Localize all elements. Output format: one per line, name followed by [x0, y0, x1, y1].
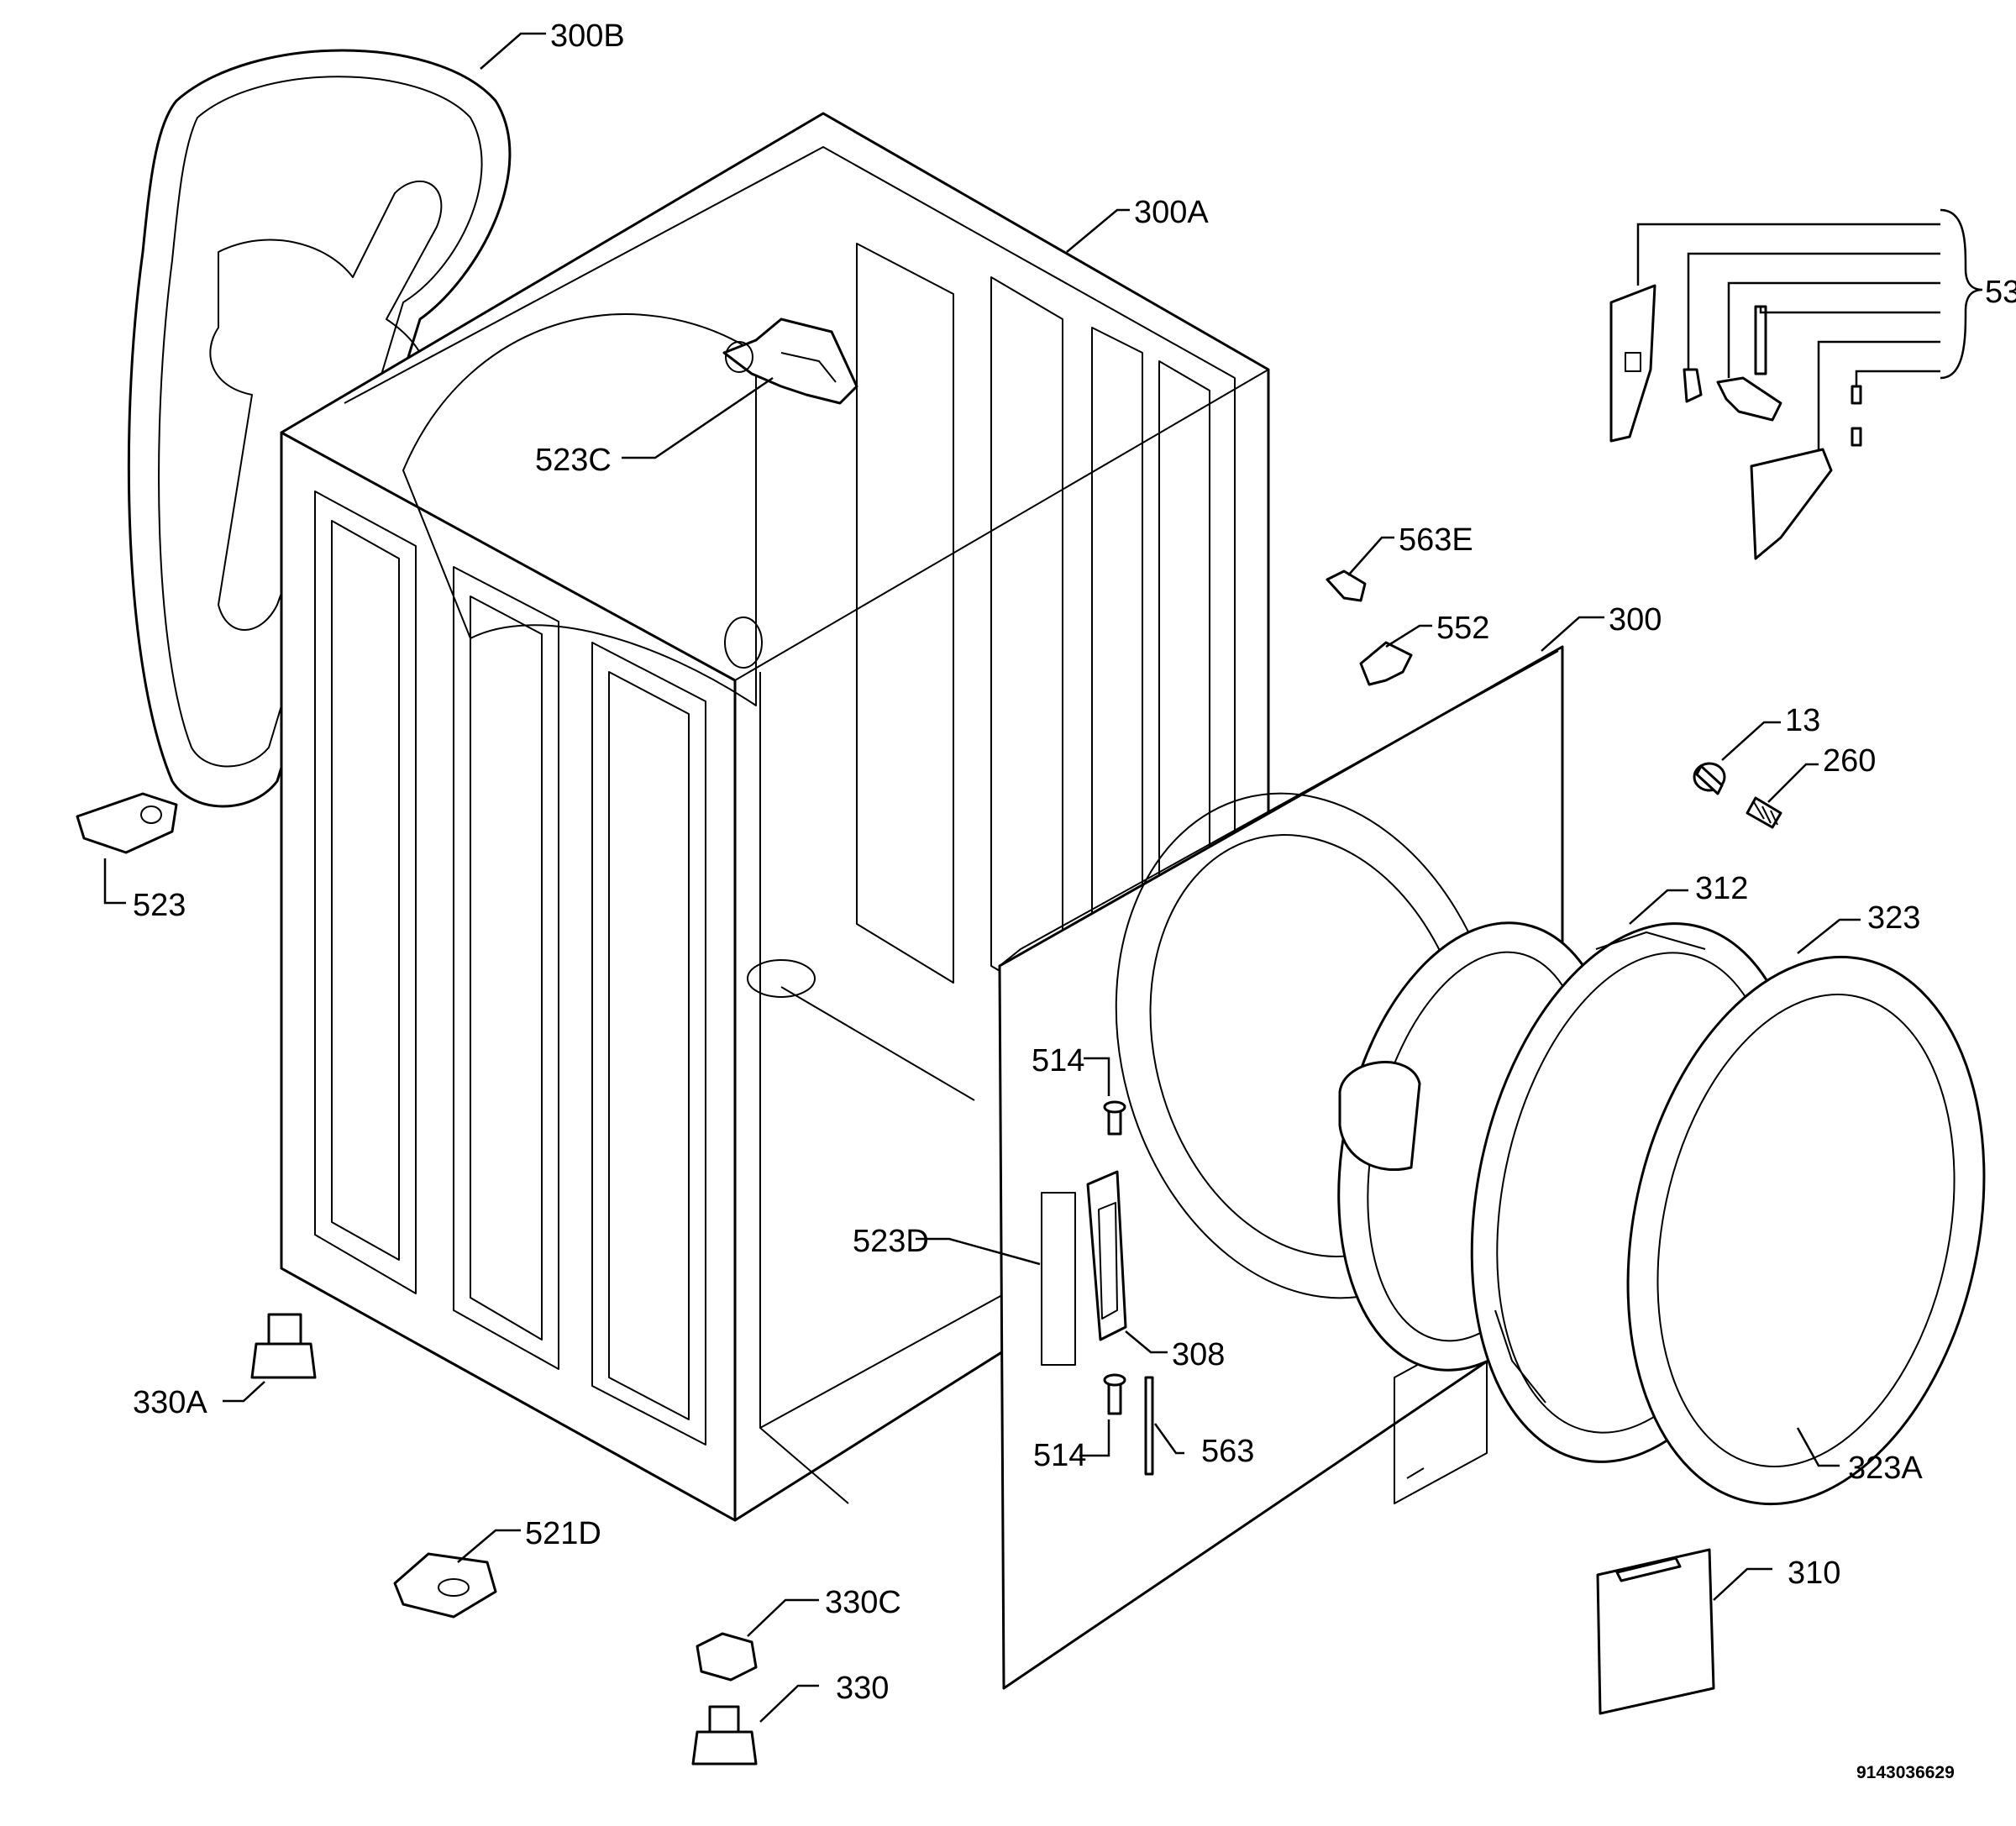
document-number: 9143036629 [1856, 1763, 1955, 1782]
label-563E: 563E [1399, 522, 1473, 558]
label-13: 13 [1785, 703, 1820, 738]
label-530: 530 [1985, 275, 2016, 310]
label-514-lower: 514 [1033, 1438, 1086, 1473]
label-323: 323 [1867, 900, 1920, 936]
label-523C: 523C [535, 443, 612, 478]
label-563: 563 [1201, 1434, 1254, 1469]
part-514-screw-lower[interactable] [1103, 1373, 1126, 1415]
part-labels: 300B 300A 530 523C 563E 552 300 13 260 5… [133, 18, 2016, 1782]
label-523D: 523D [853, 1224, 929, 1259]
label-330A: 330A [133, 1385, 207, 1420]
part-552-clip[interactable] [1359, 641, 1413, 686]
label-312: 312 [1695, 871, 1748, 906]
label-523: 523 [133, 888, 186, 923]
label-308: 308 [1172, 1337, 1225, 1372]
part-563E-pin[interactable] [1326, 569, 1367, 602]
part-521D-pad[interactable] [393, 1552, 497, 1619]
label-330: 330 [836, 1671, 889, 1706]
part-563-rod[interactable] [1144, 1376, 1154, 1476]
part-530-lock-assembly[interactable] [1609, 208, 1983, 560]
part-523C-bracket[interactable] [722, 317, 858, 405]
label-330C: 330C [825, 1585, 901, 1620]
label-323A: 323A [1848, 1451, 1923, 1486]
part-310-cover[interactable] [1596, 1548, 1715, 1715]
label-521D: 521D [525, 1516, 601, 1551]
label-552: 552 [1436, 611, 1489, 646]
part-330-foot[interactable] [691, 1705, 758, 1766]
leader-lines [103, 32, 1861, 1723]
label-300B: 300B [550, 18, 625, 54]
part-323A-outer-ring[interactable] [1580, 924, 2016, 1538]
label-300: 300 [1609, 602, 1662, 638]
part-514-screw-upper[interactable] [1103, 1100, 1126, 1136]
label-300A: 300A [1134, 195, 1209, 230]
part-13-bushing[interactable] [1693, 762, 1726, 795]
part-330C-nut[interactable] [696, 1632, 758, 1682]
label-260: 260 [1823, 743, 1876, 779]
label-310: 310 [1788, 1556, 1840, 1591]
label-514-upper: 514 [1032, 1043, 1084, 1078]
part-260-spring[interactable] [1746, 796, 1782, 829]
part-523-bracket[interactable] [76, 792, 178, 854]
part-330A-foot[interactable] [250, 1313, 317, 1379]
